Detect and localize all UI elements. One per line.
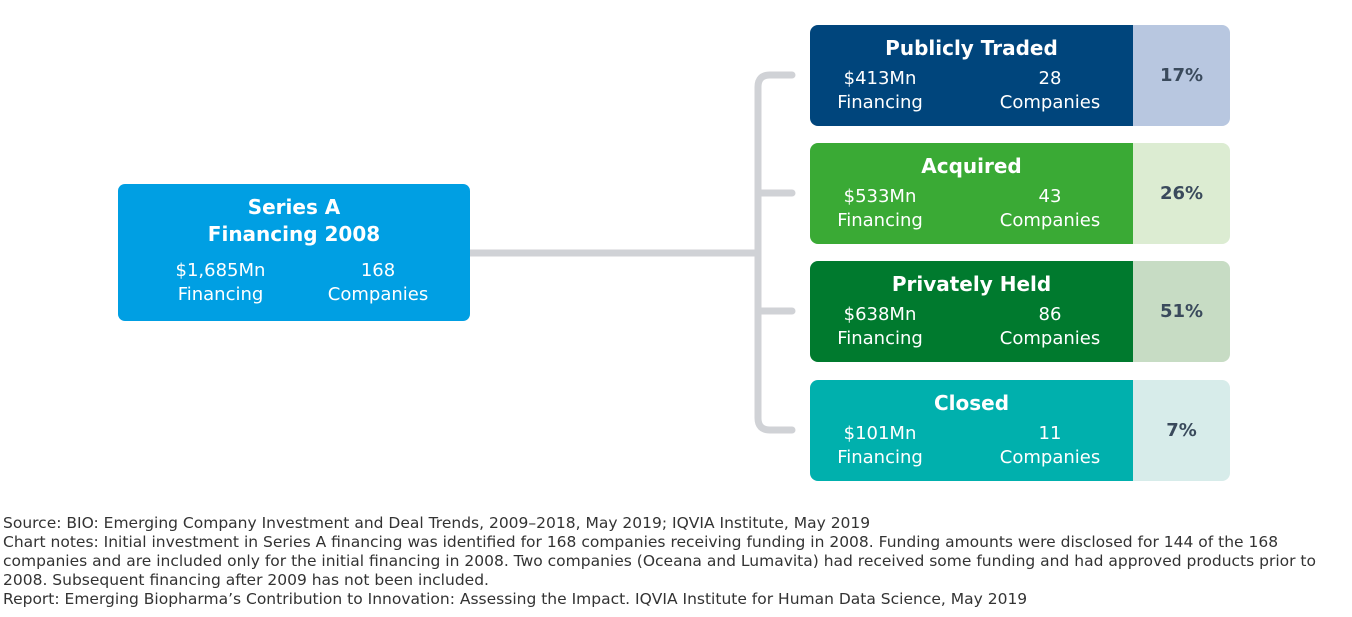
report-note: Report: Emerging Biopharma’s Contributio… (3, 590, 1028, 608)
outcome-companies: 86 Companies (999, 304, 1101, 349)
series-a-financing: $1,685Mn Financing (175, 260, 266, 305)
series-a-title: Series A Financing 2008 (207, 195, 381, 246)
outcome-main: Publicly Traded $413Mn Financing 28 Comp… (810, 25, 1133, 126)
series-a-companies: 168 Companies (327, 260, 429, 305)
outcome-title: Closed (933, 391, 1010, 415)
outcome-companies: 11 Companies (999, 423, 1101, 468)
footnotes: Source: BIO: Emerging Company Investment… (3, 514, 1348, 609)
outcome-main: Privately Held $638Mn Financing 86 Compa… (810, 261, 1133, 362)
outcome-financing: $413Mn Financing (837, 68, 923, 113)
source-note: Source: BIO: Emerging Company Investment… (3, 514, 871, 532)
outcome-percent: 7% (1133, 380, 1230, 481)
outcome-financing: $101Mn Financing (837, 423, 923, 468)
chart-notes: Chart notes: Initial investment in Serie… (3, 533, 1316, 589)
outcome-main: Closed $101Mn Financing 11 Companies (810, 380, 1133, 481)
series-a-box: Series A Financing 2008 $1,685Mn Financi… (118, 184, 470, 321)
bracket-line (754, 71, 796, 434)
outcome-title: Acquired (921, 154, 1022, 178)
outcome-title: Privately Held (891, 272, 1052, 296)
outcome-closed: Closed $101Mn Financing 11 Companies 7% (810, 380, 1230, 481)
outcome-financing: $638Mn Financing (837, 304, 923, 349)
outcome-title: Publicly Traded (885, 36, 1058, 60)
outcome-main: Acquired $533Mn Financing 43 Companies (810, 143, 1133, 244)
outcome-companies: 28 Companies (999, 68, 1101, 113)
outcome-percent: 17% (1133, 25, 1230, 126)
outcome-percent: 51% (1133, 261, 1230, 362)
outcome-financing: $533Mn Financing (837, 186, 923, 231)
outcome-privately-held: Privately Held $638Mn Financing 86 Compa… (810, 261, 1230, 362)
outcome-publicly-traded: Publicly Traded $413Mn Financing 28 Comp… (810, 25, 1230, 126)
outcome-companies: 43 Companies (999, 186, 1101, 231)
outcome-acquired: Acquired $533Mn Financing 43 Companies 2… (810, 143, 1230, 244)
outcome-percent: 26% (1133, 143, 1230, 244)
